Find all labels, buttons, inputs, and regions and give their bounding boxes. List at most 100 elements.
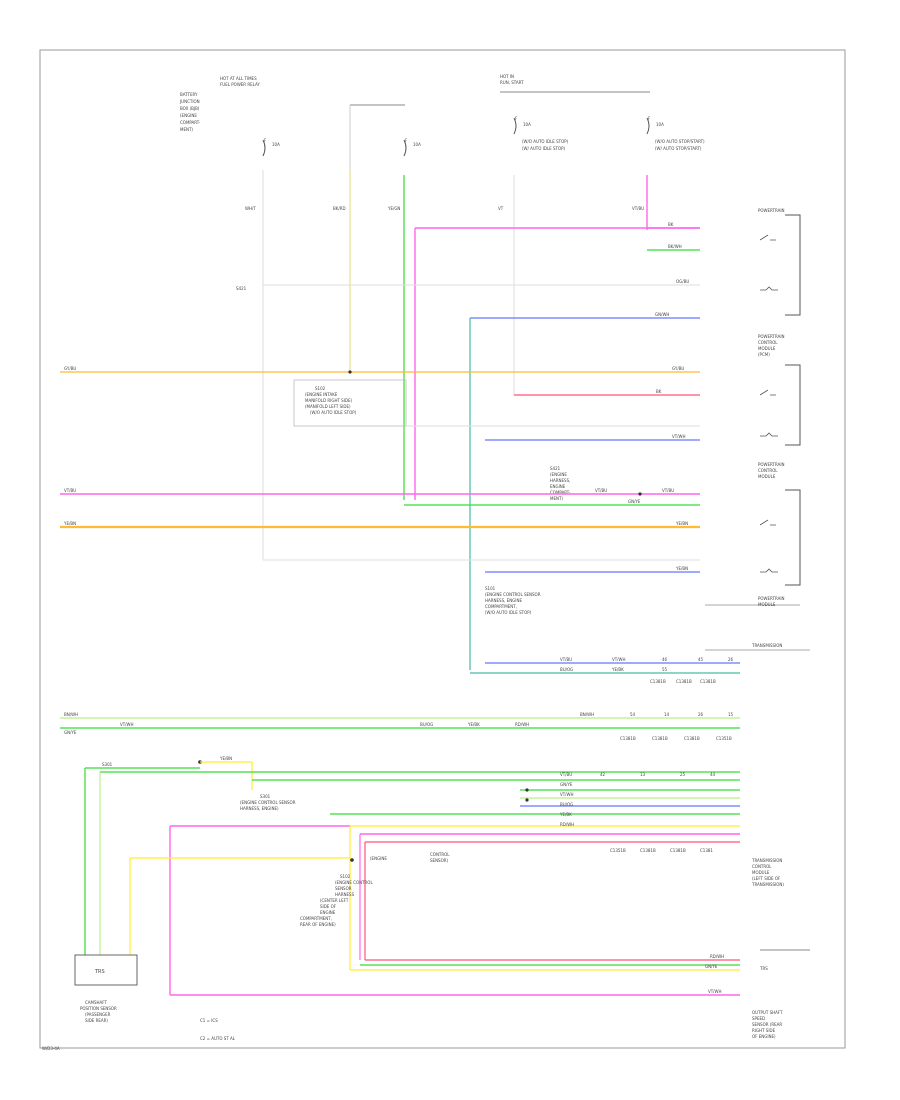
wire-code-pink-a: VT/BU: [595, 488, 607, 493]
fuse-d: F 10A (W/O AUTO STOP/START) (W/ AUTO STO…: [646, 116, 705, 151]
wire-code-left-lg: BN/WH: [64, 712, 78, 717]
svg-text:VT/WH: VT/WH: [560, 792, 574, 797]
hot-in-run-label: HOT IN RUN, START: [500, 74, 524, 85]
svg-text:(ENGINE CONTROL SENSOR: (ENGINE CONTROL SENSOR: [240, 800, 296, 805]
svg-text:(W/O AUTO IDLE STOP): (W/O AUTO IDLE STOP): [310, 410, 357, 415]
splice-s4-wire: S301: [102, 762, 113, 767]
svg-text:26: 26: [728, 657, 734, 662]
svg-text:YE/BK: YE/BK: [611, 667, 624, 672]
svg-text:GN/YE: GN/YE: [705, 964, 718, 969]
svg-text:HARNESS: HARNESS: [335, 892, 355, 897]
svg-text:VT/WH: VT/WH: [612, 657, 626, 662]
pcm-block-3: POWERTRAIN MODULE: [705, 489, 801, 607]
splice-s2-ref: S421: [236, 286, 247, 291]
wire-code-left-top: GY/BU: [64, 366, 76, 371]
svg-text:POWERTRAIN: POWERTRAIN: [758, 596, 785, 601]
svg-text:10A: 10A: [272, 142, 280, 147]
svg-text:F: F: [405, 138, 408, 143]
connector-row-3: 42 13 25 44 VT/BU GN/YE VT/WH BU/OG YE/B…: [559, 772, 716, 853]
svg-text:10A: 10A: [523, 122, 531, 127]
svg-text:(W/O AUTO IDLE STOP): (W/O AUTO IDLE STOP): [522, 139, 569, 144]
hot-at-all-times-label: HOT AT ALL TIMES FUEL POWER RELAY: [220, 76, 260, 87]
svg-text:BN/WH: BN/WH: [580, 712, 594, 717]
svg-text:CONTROL: CONTROL: [430, 852, 450, 857]
splice-s421-label: S421 (ENGINE HARNESS, ENGINE COMPART- ME…: [550, 466, 571, 501]
svg-text:HARNESS, ENGINE): HARNESS, ENGINE): [240, 806, 279, 811]
svg-text:COMPART-: COMPART-: [180, 120, 201, 125]
svg-text:COMPART-: COMPART-: [550, 490, 571, 495]
svg-text:CONTROL: CONTROL: [758, 340, 778, 345]
wire-code-bk-rd: BK/RD: [333, 206, 346, 211]
svg-text:HARNESS, ENGINE: HARNESS, ENGINE: [485, 598, 522, 603]
svg-text:C1381B: C1381B: [650, 679, 666, 684]
svg-text:C1381B: C1381B: [652, 736, 668, 741]
pcm-block-1: POWERTRAIN POWERTRAIN CONTROL MODULE (PC…: [758, 208, 801, 357]
transmission-control-module: TRANSMISSION CONTROL MODULE (LEFT SIDE O…: [751, 858, 784, 887]
svg-text:C1351B: C1351B: [610, 848, 626, 853]
svg-text:POWERTRAIN: POWERTRAIN: [758, 462, 785, 467]
svg-text:BU/OG: BU/OG: [560, 802, 573, 807]
svg-text:SPEED: SPEED: [752, 1016, 765, 1021]
svg-text:(PCM): (PCM): [758, 352, 770, 357]
legend: C1 = ICS C2 = AUTO ST AL: [200, 1018, 236, 1041]
svg-text:F: F: [515, 116, 518, 121]
wire-code-pcm-1: BK: [668, 222, 674, 227]
connector-row-2: 54 14 26 15 C1381B C1381B C1381B C1351B: [620, 712, 734, 741]
svg-text:(W/ AUTO STOP/START): (W/ AUTO STOP/START): [655, 146, 702, 151]
svg-text:FUEL POWER RELAY: FUEL POWER RELAY: [220, 82, 260, 87]
svg-text:TRANSMISSION: TRANSMISSION: [751, 858, 782, 863]
svg-text:(W/O AUTO STOP/START): (W/O AUTO STOP/START): [655, 139, 705, 144]
svg-text:46: 46: [662, 657, 668, 662]
svg-text:ENGINE: ENGINE: [320, 910, 336, 915]
svg-text:MODULE: MODULE: [752, 870, 770, 875]
svg-text:VT/WH: VT/WH: [708, 989, 722, 994]
svg-text:SENSOR (REAR: SENSOR (REAR: [752, 1022, 782, 1027]
svg-text:TRANSMISSION): TRANSMISSION): [751, 882, 784, 887]
svg-text:SIDE OF: SIDE OF: [320, 904, 337, 909]
svg-text:(ENGINE: (ENGINE: [180, 113, 197, 118]
svg-text:OF ENGINE): OF ENGINE): [752, 1034, 776, 1039]
wire-code-green-a: GN/YE: [628, 499, 641, 504]
svg-text:C1381B: C1381B: [700, 679, 716, 684]
svg-text:SENSOR: SENSOR: [335, 886, 352, 891]
wire-code-left-pink: VT/BU: [64, 488, 76, 493]
svg-text:(W/O AUTO IDLE STOP): (W/O AUTO IDLE STOP): [485, 610, 532, 615]
svg-text:TRS: TRS: [759, 966, 768, 971]
svg-text:25: 25: [680, 772, 686, 777]
svg-text:YE/BN: YE/BN: [219, 756, 232, 761]
svg-text:RD/WH: RD/WH: [515, 722, 529, 727]
svg-text:MODULE: MODULE: [758, 602, 776, 607]
svg-text:(ENGINE INTAKE: (ENGINE INTAKE: [305, 392, 338, 397]
svg-text:YE/BK: YE/BK: [467, 722, 480, 727]
svg-text:54: 54: [630, 712, 636, 717]
svg-text:(CENTER LEFT: (CENTER LEFT: [320, 898, 349, 903]
splice-s301-label: S301 (ENGINE CONTROL SENSOR HARNESS, ENG…: [240, 794, 296, 811]
svg-text:POWERTRAIN: POWERTRAIN: [758, 208, 785, 213]
svg-text:CAMSHAFT: CAMSHAFT: [85, 1000, 107, 1005]
svg-text:HOT AT ALL TIMES: HOT AT ALL TIMES: [220, 76, 257, 81]
svg-text:C1381: C1381: [700, 848, 713, 853]
svg-text:HARNESS,: HARNESS,: [550, 478, 570, 483]
connector-row-1: 46 45 26 55 C1381B C1381B C1381B: [650, 657, 734, 684]
svg-text:S301: S301: [260, 794, 271, 799]
svg-text:HOT IN: HOT IN: [500, 74, 514, 79]
splice-s101-label: S101 (ENGINE CONTROL SENSOR HARNESS, ENG…: [485, 586, 541, 615]
output-shaft-speed-sensor: TRS OUTPUT SHAFT SPEED SENSOR (REAR RIGH…: [752, 949, 810, 1039]
splice-s102-lower: (ENGINE CONTROL SENSOR) S102 (ENGINE CON…: [300, 852, 450, 927]
wire-code-pcm-3: OG/BU: [676, 279, 689, 284]
svg-text:(W/ AUTO IDLE STOP): (W/ AUTO IDLE STOP): [522, 146, 565, 151]
wire-code-wh: WH/T: [245, 206, 256, 211]
svg-text:C1381B: C1381B: [620, 736, 636, 741]
svg-text:S102: S102: [315, 386, 326, 391]
svg-text:RD/WH: RD/WH: [560, 822, 574, 827]
pcm-block-2: POWERTRAIN CONTROL MODULE: [758, 364, 801, 479]
svg-text:VT/WH: VT/WH: [120, 722, 134, 727]
svg-text:C1381B: C1381B: [670, 848, 686, 853]
svg-text:C2 = AUTO ST AL: C2 = AUTO ST AL: [200, 1036, 236, 1041]
svg-text:(LEFT SIDE OF: (LEFT SIDE OF: [752, 876, 781, 881]
svg-text:(ENGINE: (ENGINE: [370, 856, 387, 861]
svg-text:COMPARTMENT,: COMPARTMENT,: [485, 604, 517, 609]
svg-text:COMPARTMENT,: COMPARTMENT,: [300, 916, 332, 921]
svg-text:BU/OG: BU/OG: [560, 667, 573, 672]
wire-code-orange-right: YE/BN: [675, 521, 688, 526]
